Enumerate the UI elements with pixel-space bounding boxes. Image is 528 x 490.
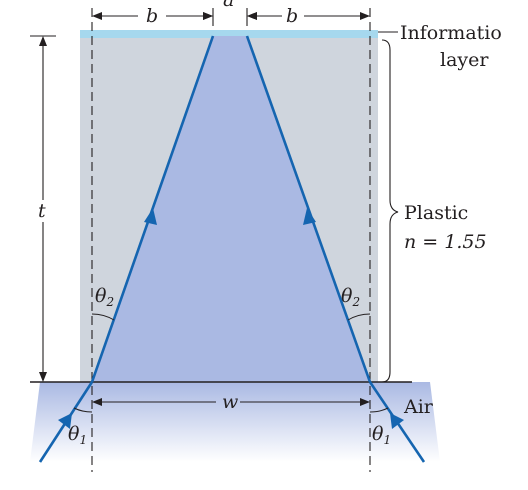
arc-theta2-left: [91, 313, 115, 321]
label-t: t: [38, 200, 46, 222]
arrowhead-right-lower: [390, 413, 404, 429]
dimension-w: [92, 398, 370, 406]
arrowhead-left-upper: [144, 208, 157, 225]
plastic-brace: [381, 39, 399, 383]
label-plastic: Plastic: [404, 202, 468, 224]
arc-theta1-left: [73, 407, 93, 413]
information-layer: [80, 30, 378, 38]
label-theta2-left: θ2: [95, 285, 114, 309]
arc-theta1-right: [369, 407, 389, 413]
arrowhead-right-upper: [303, 208, 316, 225]
arrowhead-left-lower: [58, 413, 72, 429]
label-air: Air: [403, 396, 434, 418]
label-layer: layer: [440, 49, 489, 71]
label-information: Informatio: [400, 22, 502, 44]
arc-theta2-right: [347, 313, 371, 321]
label-n-value: n = 1.55: [404, 231, 487, 253]
light-cone: [92, 36, 370, 382]
label-b-left: b: [146, 5, 158, 27]
label-a: a: [223, 0, 234, 11]
label-theta1-right: θ1: [372, 423, 391, 447]
label-w: w: [222, 391, 238, 413]
dimension-t: [30, 35, 56, 383]
label-theta1-left: θ1: [68, 423, 87, 447]
label-theta2-right: θ2: [341, 285, 360, 309]
dimension-b-right: [247, 12, 370, 20]
label-b-right: b: [286, 5, 298, 27]
